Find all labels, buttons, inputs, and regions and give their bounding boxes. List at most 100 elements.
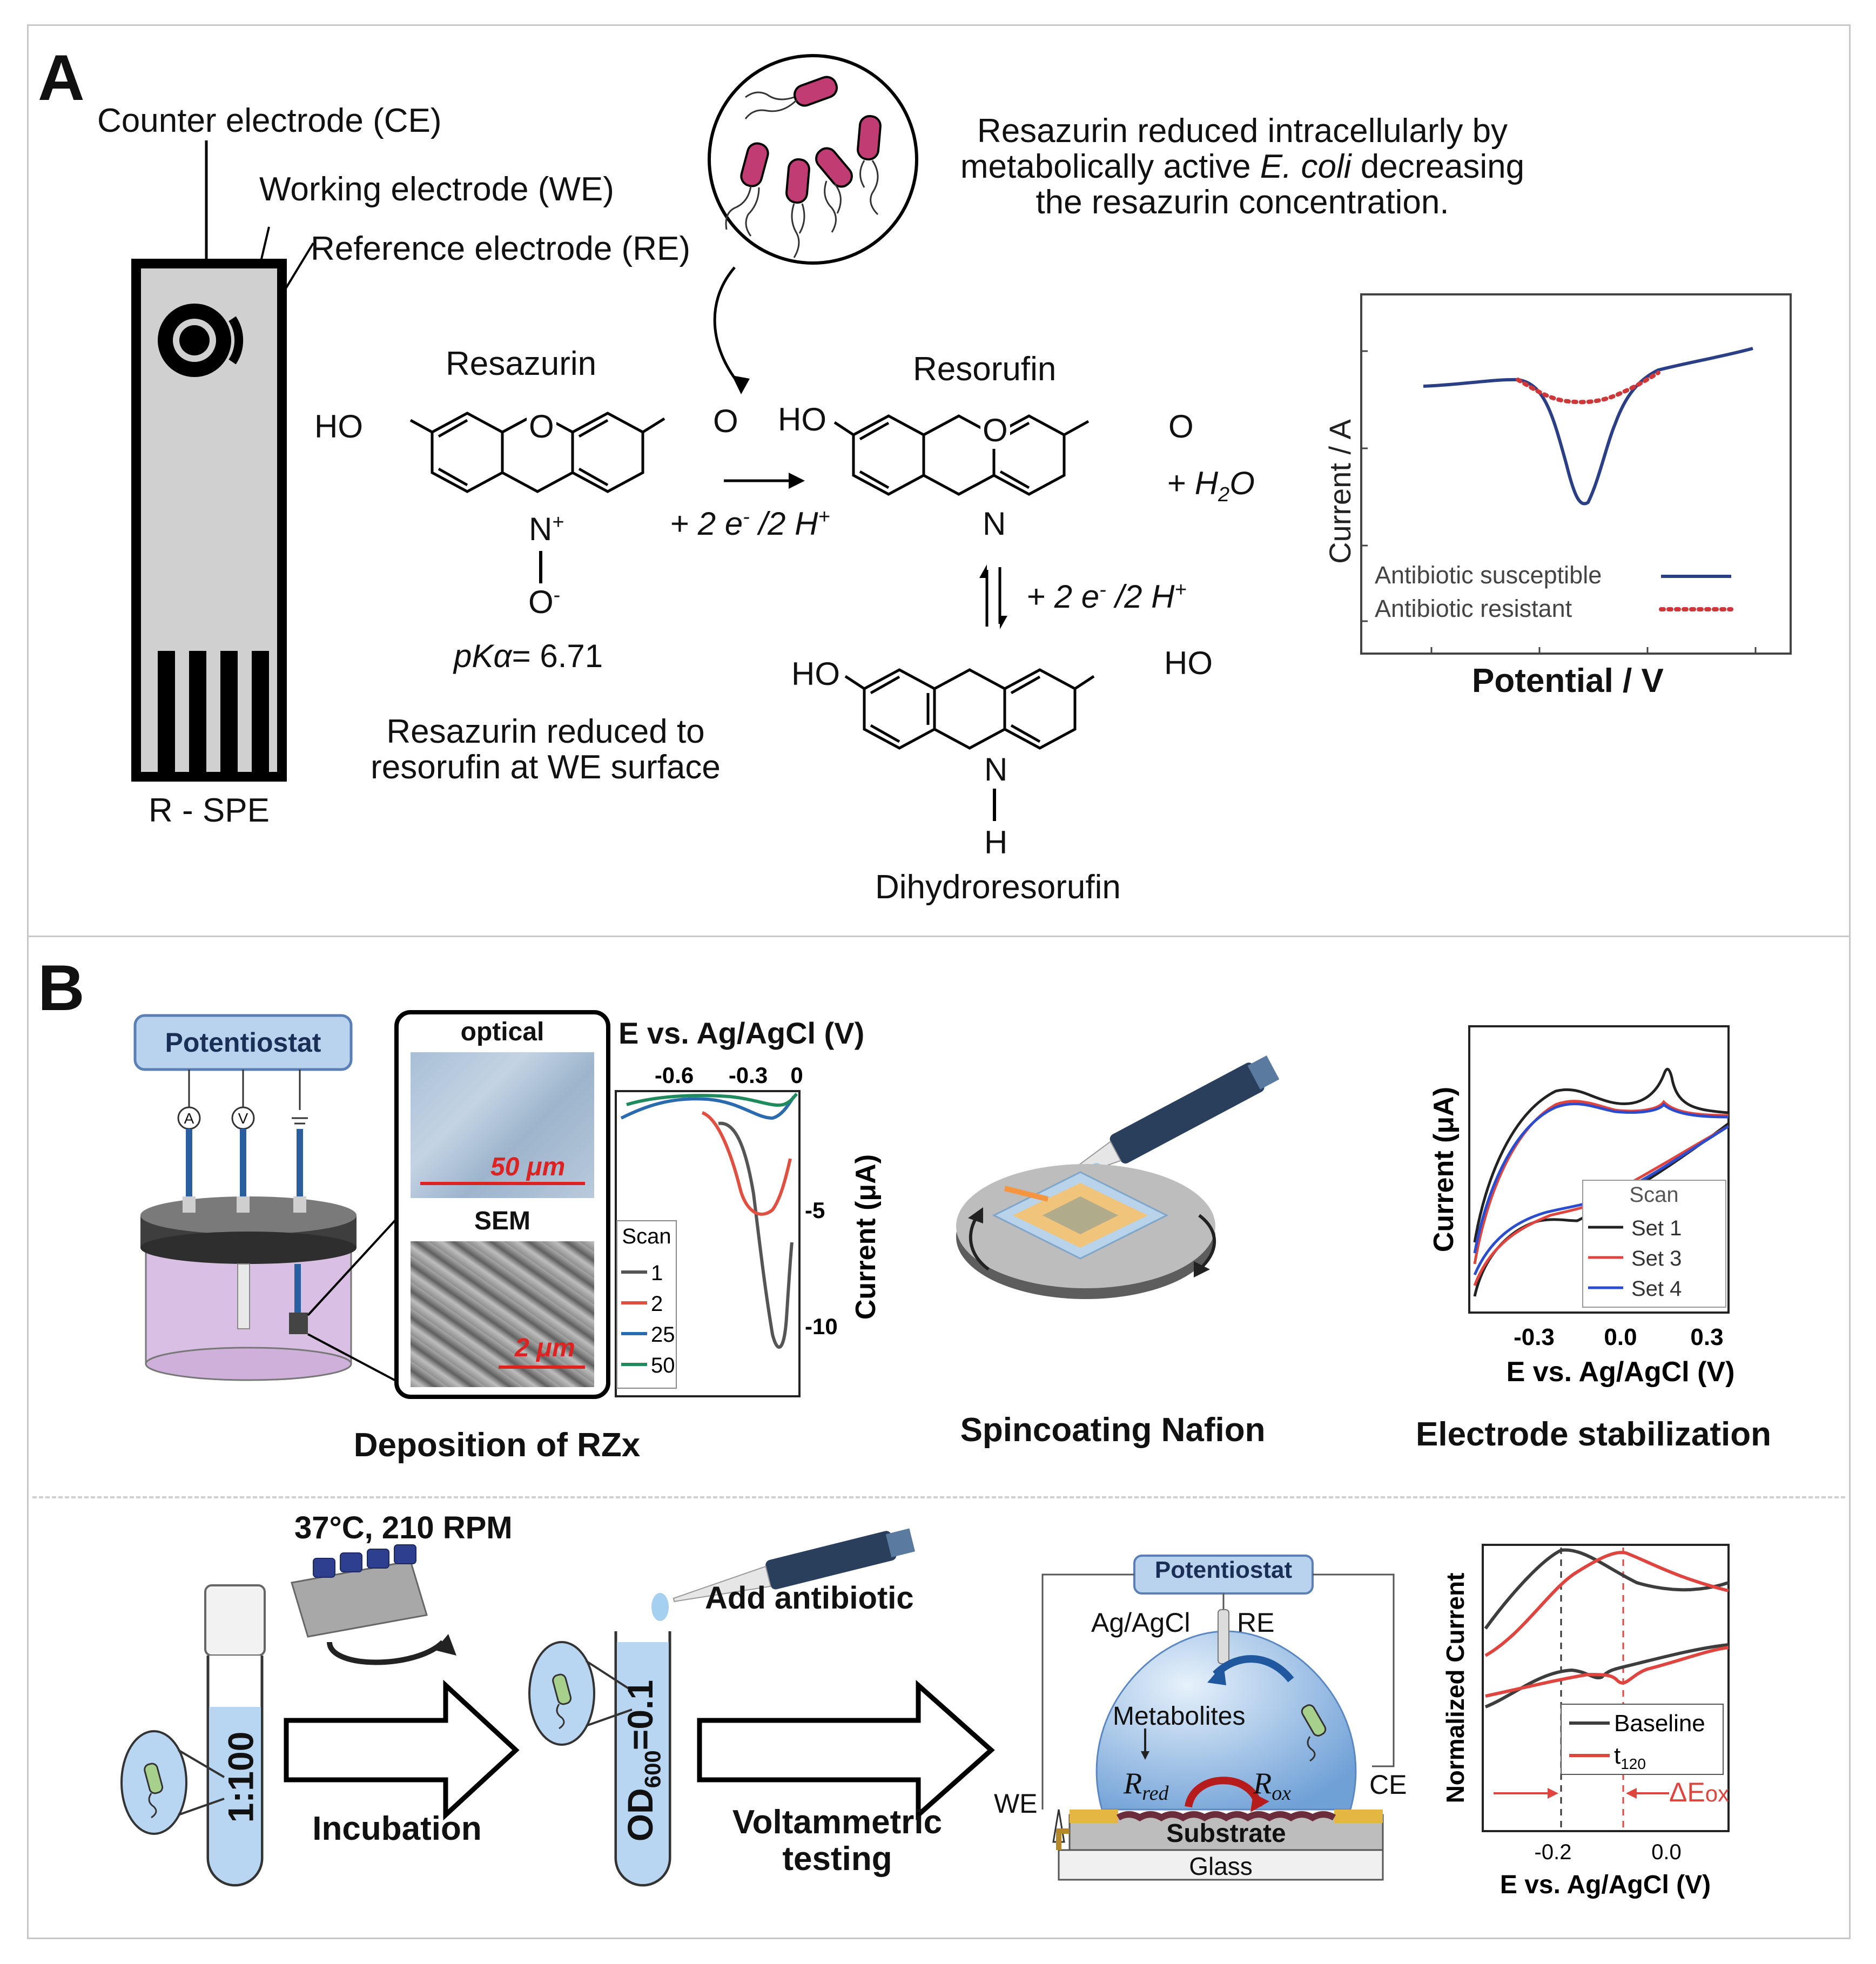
- incubation-conditions: 37°C, 210 RPM: [294, 1510, 513, 1545]
- water-sub: 2: [1218, 483, 1230, 506]
- deposition-caption: Deposition of RZx: [353, 1427, 641, 1464]
- dep-ytick-1: -5: [805, 1198, 825, 1223]
- od-sub: 600: [640, 1750, 665, 1788]
- cell-re-label: RE: [1237, 1607, 1275, 1638]
- reaction-arrow: [724, 473, 805, 489]
- reaction1-sup2: +: [818, 506, 830, 528]
- optical-scale-bar: [420, 1182, 585, 1185]
- stab-xlabel: E vs. Ag/AgCl (V): [1507, 1356, 1735, 1388]
- panel-b-frame: [27, 936, 1851, 1939]
- sem-scale-bar: [499, 1366, 585, 1369]
- spe-strip: [131, 140, 314, 782]
- shaker-icon: [291, 1544, 456, 1665]
- reaction1-electrons: + 2 e- /2 H+: [670, 505, 830, 542]
- resazurin-o-ring: O: [527, 408, 556, 445]
- cell-rox-main: R: [1253, 1767, 1272, 1800]
- stab-legend-set4: Set 4: [1631, 1277, 1682, 1301]
- panel-b-divider: [32, 1496, 1845, 1498]
- resorufin-n: N: [980, 505, 1008, 542]
- stab-xtick-2: 0.0: [1604, 1324, 1637, 1350]
- resorufin-ho: HO: [778, 401, 826, 438]
- bacteria-icon: [708, 54, 918, 394]
- od-text: OD600=0.1: [620, 1680, 665, 1841]
- cell-rred-label: Rred: [1124, 1766, 1168, 1805]
- resazurin-n-sup: +: [552, 511, 564, 534]
- dilution-label: 1:100: [213, 1701, 267, 1853]
- final-legend-t-sub: 120: [1621, 1756, 1646, 1772]
- resazurin-pka-value: = 6.71: [512, 638, 603, 674]
- od-label: OD600=0.1: [616, 1669, 670, 1853]
- ammeter-icon: A: [184, 1110, 194, 1127]
- susceptible-curve: [1423, 347, 1753, 506]
- stab-ylabel: Current (μA): [1428, 1087, 1460, 1252]
- sem-image: [411, 1241, 594, 1387]
- stab-legend-set3: Set 3: [1631, 1247, 1682, 1270]
- arrow-incubation: [284, 1680, 520, 1820]
- final-xtick-2: 0.0: [1651, 1840, 1682, 1864]
- optical-scale-label: 50 μm: [490, 1153, 566, 1181]
- optical-label: optical: [460, 1018, 544, 1046]
- final-chart: Normalized Current Baseline t120 ΔEox -0…: [1441, 1544, 1730, 1899]
- dihydroresorufin-h: H: [984, 824, 1008, 860]
- reaction2-sup2: +: [1174, 579, 1187, 601]
- voltammetric-line2: testing: [782, 1840, 892, 1878]
- panel-a-chart: Current / A Antibiotic susceptible Antib…: [1323, 293, 1792, 655]
- dihydroresorufin-structure: [844, 668, 1095, 750]
- water-prefix: + H: [1167, 465, 1219, 501]
- resazurin-note-line1: Resazurin reduced to: [386, 713, 705, 750]
- measurement-cell: [1041, 1555, 1395, 1881]
- scan-50-curve: [626, 1092, 798, 1107]
- bacteria-note-l2a: metabolically active: [960, 148, 1260, 185]
- dihydroresorufin-nh-bond: [993, 789, 996, 821]
- stab-xtick-1: -0.3: [1514, 1324, 1555, 1350]
- bacteria-note-line1: Resazurin reduced intracellularly by: [977, 112, 1508, 150]
- bacteria-note-species: E. coli: [1260, 148, 1351, 185]
- cell-rox-sub: ox: [1272, 1782, 1292, 1805]
- potentiostat-box: Potentiostat: [135, 1015, 351, 1070]
- potentiostat-label: Potentiostat: [165, 1027, 321, 1058]
- cell-rred-sub: red: [1142, 1782, 1169, 1805]
- sample-tube: [528, 1631, 671, 1887]
- cell-ce-label: CE: [1369, 1770, 1407, 1800]
- voltmeter-icon: V: [238, 1110, 248, 1127]
- spincoat-caption: Spincoating Nafion: [960, 1411, 1266, 1449]
- cell-rox-label: Rox: [1253, 1766, 1291, 1805]
- resorufin-o-keto: O: [1168, 408, 1194, 445]
- dep-xtick-1: -0.6: [655, 1062, 694, 1088]
- od-main: OD: [620, 1788, 661, 1842]
- add-antibiotic-label: Add antibiotic: [705, 1580, 914, 1616]
- resazurin-pka: pKα= 6.71: [454, 637, 603, 675]
- dep-legend-1: 1: [651, 1261, 663, 1285]
- panel-a-letter: A: [38, 42, 85, 114]
- voltammetric-label: Voltammetric testing: [713, 1804, 961, 1878]
- baseline-curve: [1484, 1548, 1729, 1709]
- reaction2-electrons: + 2 e- /2 H+: [1026, 578, 1187, 615]
- dep-ytick-2: -10: [805, 1314, 838, 1339]
- deposition-chart: -0.6 -0.3 0 -5 -10 Current (μA) Scan 1 2…: [615, 1062, 882, 1397]
- re-label: Reference electrode (RE): [311, 230, 690, 267]
- sem-label: SEM: [474, 1207, 530, 1235]
- dep-legend-25: 25: [651, 1323, 675, 1347]
- dihydroresorufin-ho-right: HO: [1164, 645, 1213, 681]
- cell-glass-label: Glass: [1189, 1852, 1253, 1880]
- final-ylabel: Normalized Current: [1441, 1573, 1469, 1804]
- sem-scale-label: 2 μm: [515, 1334, 575, 1362]
- dep-legend-2: 2: [651, 1292, 663, 1316]
- water: + H2O: [1167, 465, 1255, 507]
- resazurin-n-text: N: [529, 511, 553, 547]
- panel-a-chart-frame: [1360, 293, 1792, 655]
- resazurin-name: Resazurin: [446, 345, 597, 382]
- stab-legend-title: Scan: [1629, 1183, 1678, 1207]
- resazurin-o-minus: O-: [528, 583, 560, 621]
- resorufin-name: Resorufin: [913, 351, 1057, 388]
- scan-1-curve: [718, 1121, 794, 1349]
- reaction2-prefix: + 2 e: [1026, 579, 1100, 615]
- final-legend-t: t: [1614, 1743, 1621, 1769]
- dep-ylabel: Current (μA): [850, 1154, 882, 1320]
- dep-legend-title: Scan: [622, 1225, 671, 1248]
- resazurin-no-bond: [539, 551, 542, 583]
- resazurin-note-line2: resorufin at WE surface: [371, 749, 721, 786]
- ce-label: Counter electrode (CE): [97, 102, 442, 139]
- resazurin-pka-label: pKα: [454, 638, 512, 674]
- dep-xtick-3: 0: [790, 1062, 803, 1088]
